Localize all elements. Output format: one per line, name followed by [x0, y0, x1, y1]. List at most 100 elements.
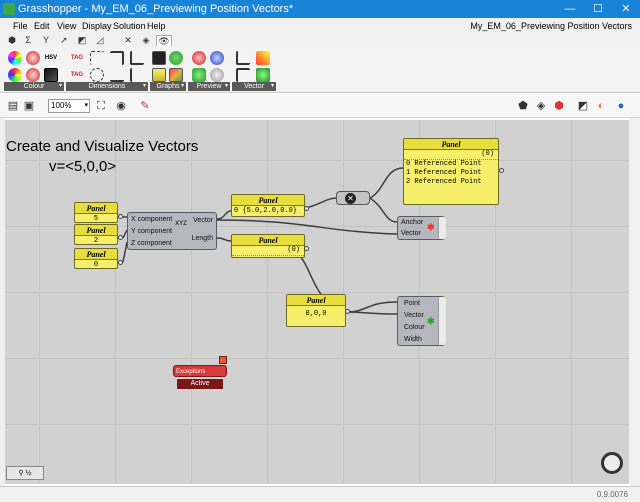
mesh-preview-icon[interactable]	[210, 51, 224, 65]
material-preview-icon[interactable]: ◐	[597, 100, 605, 112]
menu-edit[interactable]: Edit	[34, 21, 50, 31]
group-dropdown-icon[interactable]: ▾	[58, 83, 62, 89]
panel-output-grip[interactable]	[499, 168, 504, 173]
output-length[interactable]: Length	[191, 235, 213, 242]
panel-output-grip[interactable]	[118, 235, 123, 240]
preview-eye-icon[interactable]: ◉	[116, 100, 126, 112]
dimension-angular-icon[interactable]	[130, 51, 144, 65]
pie-graph-icon[interactable]	[169, 51, 183, 65]
panel-value[interactable]: 2	[93, 237, 99, 245]
panel-referenced-points[interactable]: Panel (0) 0 Referenced Point 1 Reference…	[403, 138, 499, 205]
input-y-component[interactable]: Y component	[131, 228, 173, 235]
zoom-extents-icon[interactable]: ⛶	[97, 100, 105, 112]
menu-display[interactable]: Display	[82, 21, 112, 31]
panel-output-grip[interactable]	[118, 214, 123, 219]
tab-surface[interactable]: ◿	[96, 35, 104, 45]
panel-output-grip[interactable]	[304, 206, 309, 211]
tab-intersect[interactable]: ✕	[124, 35, 132, 45]
output-vector[interactable]: Vector	[193, 217, 213, 224]
vector-xyz-component[interactable]: X component Y component Z component XYZ …	[127, 212, 217, 250]
tab-transform[interactable]: ◈	[142, 35, 150, 45]
input-x-component[interactable]: X component	[131, 216, 173, 223]
colour-lab-icon[interactable]	[26, 68, 40, 82]
tab-params[interactable]: ⬢	[8, 35, 16, 45]
point-order-icon[interactable]	[236, 68, 250, 82]
panel-z-component[interactable]: Panel 0	[74, 248, 118, 269]
panel-vector-output[interactable]: Panel 0 {5.0,2.0,0.0}	[231, 194, 305, 217]
panel-value[interactable]: 0 {5.0,2.0,0.0}	[234, 207, 298, 215]
close-button[interactable]: ✕	[621, 3, 631, 15]
panel-output-grip[interactable]	[118, 260, 123, 265]
colour-cmyk-icon[interactable]	[8, 68, 22, 82]
sketch-pen-icon[interactable]: ✎	[140, 100, 150, 112]
vector-display-component[interactable]: Anchor Vector ✱	[397, 216, 446, 240]
exceptions-component[interactable]: Exceptions	[173, 365, 227, 377]
zoom-dropdown-icon[interactable]: ▾	[84, 102, 88, 109]
colour-rgb-icon[interactable]	[26, 51, 40, 65]
open-file-icon[interactable]: ▤	[7, 100, 19, 112]
menu-file[interactable]: File	[13, 21, 28, 31]
tab-curve[interactable]: ◩	[77, 35, 87, 45]
panel-y-component[interactable]: Panel 2	[74, 224, 118, 245]
vector-display-ex-component[interactable]: Point Vector Colour Width ✱	[397, 296, 446, 346]
zoom-selector[interactable]: 100% ▾	[48, 99, 90, 113]
tag-icon[interactable]: TAG	[70, 55, 84, 61]
graph-mapper-icon[interactable]	[152, 51, 166, 65]
group-dropdown-icon[interactable]: ▾	[224, 83, 228, 89]
menu-view[interactable]: View	[57, 21, 77, 31]
vector-display-icon[interactable]	[256, 68, 270, 82]
group-dropdown-icon[interactable]: ▾	[142, 83, 146, 89]
canvas-widget-icon[interactable]: ⚲ ½	[6, 466, 44, 480]
input-vector[interactable]: Vector	[401, 230, 421, 237]
panel-output-grip[interactable]	[304, 246, 309, 251]
colour-hsv-icon[interactable]: HSV	[44, 55, 58, 61]
input-z-component[interactable]: Z component	[131, 240, 172, 247]
vector-display-ex-icon[interactable]	[256, 51, 270, 65]
colour-wheel-icon[interactable]	[8, 51, 22, 65]
document-preview-icon[interactable]: ◩	[577, 100, 589, 112]
panel-origin-point[interactable]: Panel 0,0,0	[286, 294, 346, 327]
display-globe-icon[interactable]: ●	[617, 100, 625, 112]
colour-swatch-icon[interactable]	[44, 68, 58, 82]
panel-output-grip[interactable]	[345, 309, 350, 314]
panel-value[interactable]: 5	[93, 215, 99, 223]
preview-shaded-icon[interactable]: ◈	[536, 100, 546, 112]
navigation-compass-icon[interactable]	[601, 452, 623, 474]
dimension-ordinate-icon[interactable]	[130, 68, 144, 82]
group-dropdown-icon[interactable]: ▾	[180, 83, 184, 89]
minimize-button[interactable]: —	[564, 3, 576, 15]
menu-solution[interactable]: Solution	[113, 21, 146, 31]
custom-preview-icon[interactable]	[192, 51, 206, 65]
panel-length-output[interactable]: Panel (0)	[231, 234, 305, 258]
text-tag-icon[interactable]: TAG	[70, 72, 84, 78]
quick-graph-icon[interactable]	[169, 68, 183, 82]
input-width[interactable]: Width	[404, 336, 422, 343]
preview-wire-icon[interactable]: ⬟	[518, 100, 528, 112]
dimension-linear-icon[interactable]	[90, 51, 104, 65]
maximize-button[interactable]: ☐	[593, 3, 603, 15]
tab-display[interactable]: 👁	[156, 35, 172, 46]
panel-value[interactable]: 0,0,0	[305, 310, 327, 318]
panel-value[interactable]: 0	[93, 261, 99, 269]
panel-x-component[interactable]: Panel 5	[74, 202, 118, 223]
preview-selected-icon[interactable]: ⬢	[554, 100, 564, 112]
material-icon[interactable]	[210, 68, 224, 82]
dimension-line-icon[interactable]	[110, 68, 124, 82]
dimension-aligned-icon[interactable]	[110, 51, 124, 65]
dimension-radial-icon[interactable]	[90, 68, 104, 82]
input-anchor[interactable]: Anchor	[401, 219, 424, 226]
input-colour[interactable]: Colour	[404, 324, 425, 331]
group-dropdown-icon[interactable]: ▾	[270, 83, 274, 89]
point-list-icon[interactable]	[236, 51, 250, 65]
bar-graph-icon[interactable]	[152, 68, 166, 82]
tab-vector[interactable]: ➚	[60, 35, 68, 45]
grasshopper-canvas[interactable]: Create and Visualize Vectors v=<5,0,0> P…	[5, 120, 629, 484]
input-point[interactable]: Point	[404, 300, 420, 307]
tab-maths[interactable]: Σ	[25, 35, 31, 45]
negative-node[interactable]: ✕	[336, 191, 370, 205]
save-file-icon[interactable]: ▣	[23, 100, 35, 112]
cloud-display-icon[interactable]	[192, 68, 206, 82]
input-vector[interactable]: Vector	[404, 312, 424, 319]
menu-help[interactable]: Help	[147, 21, 166, 31]
tab-sets[interactable]: Y	[42, 35, 49, 45]
